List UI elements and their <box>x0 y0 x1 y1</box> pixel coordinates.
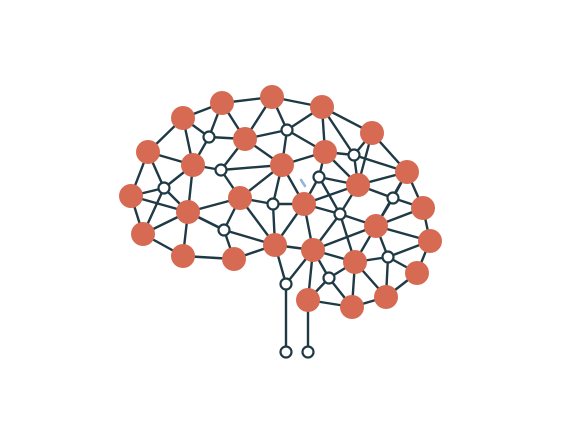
network-node <box>360 121 384 145</box>
stem-terminal-node <box>301 345 315 359</box>
network-node <box>418 229 442 253</box>
network-node <box>263 233 287 257</box>
hollow-node <box>347 148 361 162</box>
network-node <box>270 153 294 177</box>
hollow-node <box>312 170 326 184</box>
network-node <box>176 200 200 224</box>
hollow-node <box>386 191 400 205</box>
accent-mark <box>299 178 307 188</box>
network-node <box>131 222 155 246</box>
hollow-node <box>157 181 171 195</box>
network-node <box>346 173 370 197</box>
network-node <box>296 288 320 312</box>
network-node <box>210 91 234 115</box>
hollow-node <box>202 130 216 144</box>
network-node <box>364 214 388 238</box>
network-edge <box>317 175 342 216</box>
hollow-node <box>279 277 293 291</box>
network-node <box>374 285 398 309</box>
network-nodes <box>119 85 442 359</box>
network-node <box>233 127 257 151</box>
network-node <box>411 196 435 220</box>
network-node <box>301 238 325 262</box>
network-node <box>313 140 337 164</box>
hollow-node <box>217 223 231 237</box>
hollow-node <box>322 271 336 285</box>
network-node <box>181 153 205 177</box>
stem-terminal-node <box>279 345 293 359</box>
network-node <box>310 95 334 119</box>
network-node <box>171 106 195 130</box>
network-node <box>136 140 160 164</box>
network-node <box>171 244 195 268</box>
hollow-node <box>333 207 347 221</box>
hollow-node <box>381 250 395 264</box>
hollow-node <box>214 163 228 177</box>
network-node <box>228 186 252 210</box>
network-node <box>395 160 419 184</box>
network-node <box>340 295 364 319</box>
network-node <box>222 247 246 271</box>
hollow-node <box>266 197 280 211</box>
network-node <box>119 184 143 208</box>
network-node <box>260 85 284 109</box>
network-node <box>405 261 429 285</box>
network-node <box>343 250 367 274</box>
hollow-node <box>280 123 294 137</box>
network-node <box>292 192 316 216</box>
